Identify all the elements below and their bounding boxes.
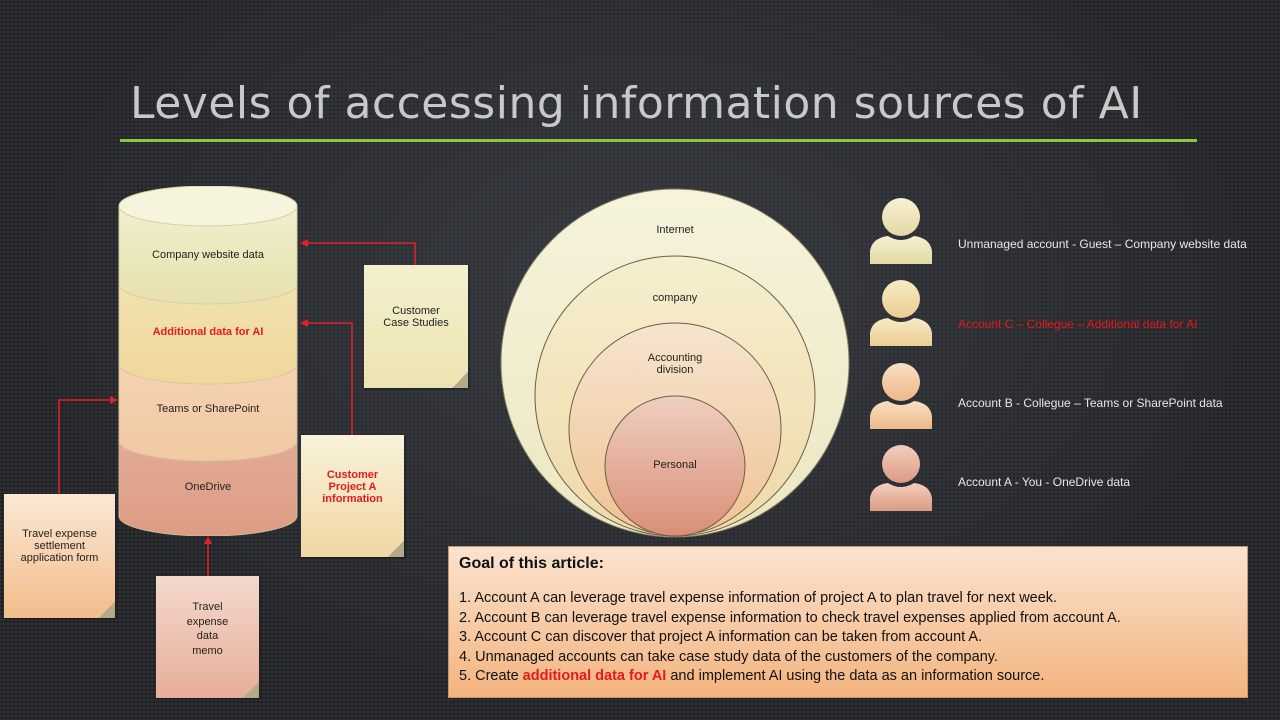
goal-item: 3. Account C can discover that project A… [459, 629, 983, 645]
note-line: Case Studies [383, 317, 449, 329]
note-line: expense [186, 615, 229, 628]
cyl-segment-website [118, 205, 298, 305]
note-travel-expense-form: Travel expense settlement application fo… [4, 494, 115, 618]
note-line: information [322, 493, 383, 505]
circle-label-company: company [652, 292, 698, 304]
goal-title: Goal of this article: [459, 555, 604, 572]
cylinder-graphic [118, 186, 298, 536]
arrow-project-to-additional [300, 319, 353, 435]
cyl-label-website: Company website data [152, 249, 264, 261]
cyl-label-additional: Additional data for AI [152, 326, 264, 338]
note-customer-project-a: Customer Project A information [301, 435, 404, 557]
goal-item: 5. Create additional data for AI and imp… [459, 667, 1237, 687]
cyl-label-teams: Teams or SharePoint [156, 403, 260, 415]
title-underline [120, 139, 1197, 142]
circle-label-line: Accounting [647, 352, 703, 364]
note-line: Travel [192, 601, 223, 613]
circle-label-line: division [656, 364, 694, 376]
goal-item-highlight: additional data for AI [522, 668, 667, 684]
person-icon-guest [870, 198, 932, 264]
circle-label-personal: Personal [653, 459, 697, 471]
cyl-top [118, 186, 298, 227]
account-label-guest: Unmanaged account - Guest – Company webs… [958, 237, 1247, 251]
goal-item: 2. Account B can leverage travel expense… [459, 609, 1121, 626]
note-line: Project A [328, 481, 377, 493]
goal-item: 1. Account A can leverage travel expense… [459, 590, 1058, 606]
note-customer-case-studies: Customer Case Studies [364, 265, 468, 388]
note-line: Travel expense [22, 528, 97, 540]
note-line: Customer [326, 469, 379, 481]
account-label-account-b: Account B - Collegue – Teams or SharePoi… [958, 396, 1223, 410]
note-fold [452, 372, 468, 388]
person-icon-account-b [870, 363, 932, 429]
goal-item: 4. Unmanaged accounts can take case stud… [459, 648, 998, 665]
note-fold [243, 682, 259, 698]
note-line: data [196, 630, 219, 642]
note-travel-expense-memo: Travel expense data memo [156, 576, 259, 698]
arrow-form-to-teams [58, 396, 118, 494]
circle-label-accounting: Accounting division [625, 352, 725, 376]
circle-label-internet: Internet [656, 224, 694, 236]
note-line: memo [192, 644, 223, 657]
note-line: Customer [392, 305, 440, 317]
person-icon-account-c [870, 280, 932, 346]
note-line: settlement [34, 540, 85, 552]
note-fold [99, 602, 115, 618]
goal-item-prefix: 5. Create [459, 668, 523, 684]
account-label-account-a: Account A - You - OneDrive data [958, 475, 1131, 489]
circle-personal [604, 395, 746, 537]
goal-item-suffix: and implement AI using the data as an in… [666, 668, 1045, 684]
goal-box: Goal of this article: 1. Account A can l… [448, 546, 1248, 698]
page-title: Levels of accessing information sources … [130, 78, 1143, 129]
arrow-case-studies-to-website [300, 239, 416, 265]
data-cylinder: Company website data Additional data for… [118, 186, 298, 536]
access-circles [500, 188, 850, 538]
note-fold [388, 541, 404, 557]
account-label-account-c: Account C – Collegue – Additional data f… [958, 317, 1198, 331]
cyl-label-onedrive: OneDrive [184, 481, 232, 493]
person-icon-account-a [870, 445, 932, 511]
note-line: application form [20, 552, 99, 564]
